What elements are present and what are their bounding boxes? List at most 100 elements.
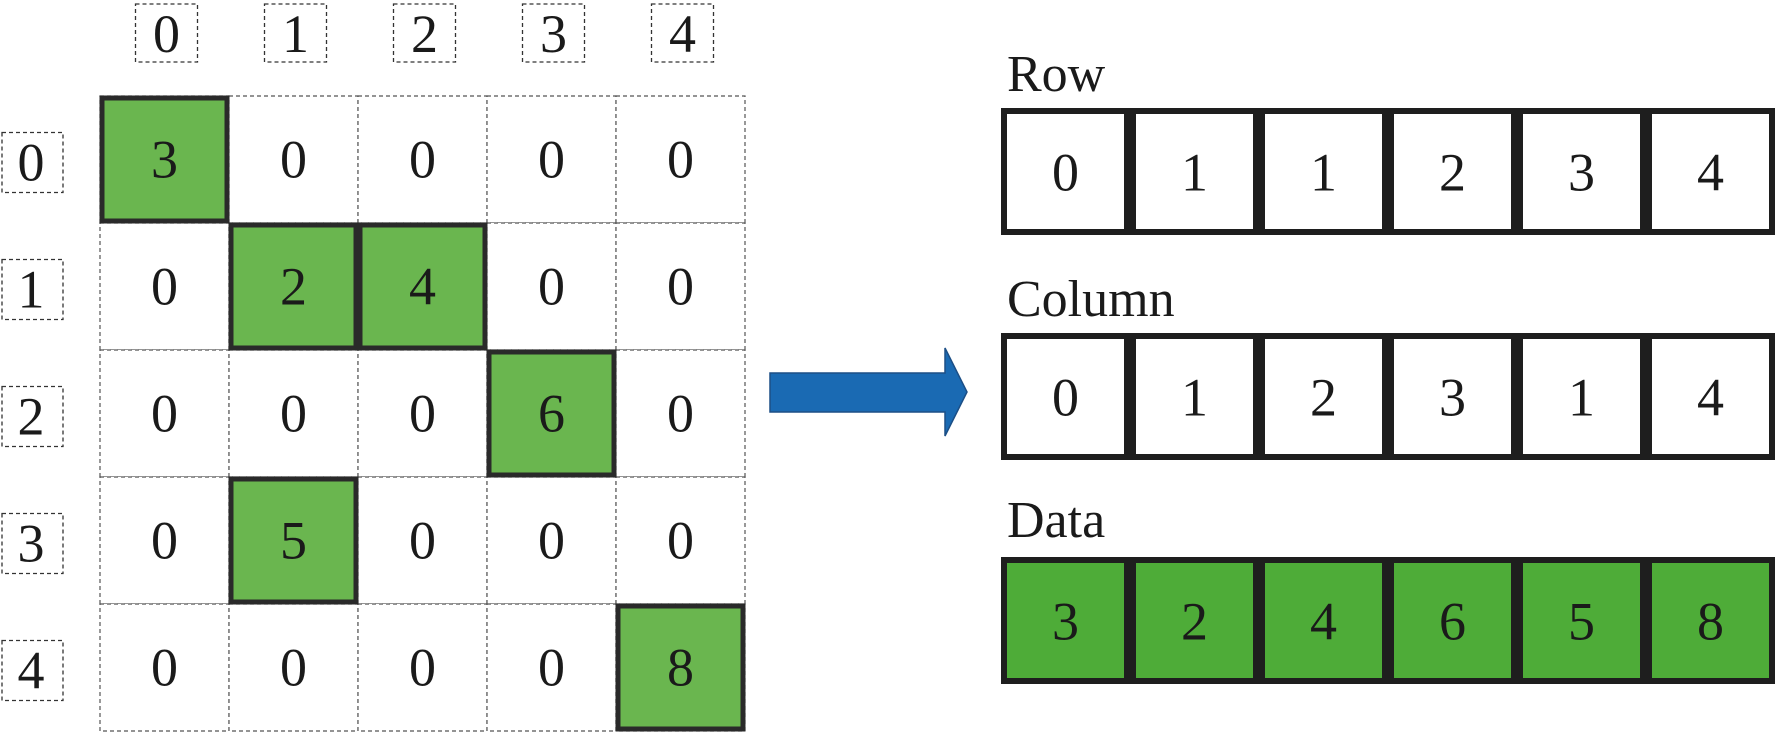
matrix-cell-value: 0 [538, 511, 565, 571]
array-cell-value: 4 [1310, 592, 1337, 652]
array-cell-value: 2 [1310, 368, 1337, 428]
matrix-cell-value: 0 [151, 638, 178, 698]
array-cell-value: 0 [1052, 368, 1079, 428]
matrix-cell-highlight [99, 95, 230, 224]
array-cell [1130, 333, 1259, 460]
array-cell-value: 4 [1697, 143, 1724, 203]
matrix-cell-bg [357, 476, 488, 605]
matrix-cell-bg [228, 349, 359, 478]
array-cell [1001, 557, 1130, 684]
array-cell-value: 5 [1568, 592, 1595, 652]
row-index-label: 2 [18, 387, 45, 447]
array-cell [1646, 557, 1775, 684]
matrix-cell-value: 0 [538, 638, 565, 698]
matrix-cell-value: 0 [280, 384, 307, 444]
matrix-cell-bg [615, 349, 746, 478]
column-index-box [521, 3, 586, 63]
matrix-cell-value: 0 [151, 384, 178, 444]
row-index-label: 1 [18, 260, 45, 320]
matrix-cell-value: 4 [409, 257, 436, 317]
array-cell-value: 8 [1697, 592, 1724, 652]
matrix-cell-value: 0 [409, 638, 436, 698]
array-label: Row [1007, 46, 1106, 103]
column-index-box [650, 3, 715, 63]
column-index-box [392, 3, 457, 63]
column-index-box [263, 3, 328, 63]
row-index-label: 0 [18, 133, 45, 193]
matrix-cell-bg [615, 222, 746, 351]
matrix-cell-value: 3 [151, 130, 178, 190]
array-cell-value: 2 [1439, 143, 1466, 203]
matrix-cell-value: 6 [538, 384, 565, 444]
column-index-label: 0 [153, 4, 180, 64]
row-index-label: 3 [18, 514, 45, 574]
matrix-cell-value: 2 [280, 257, 307, 317]
matrix-cell-value: 0 [538, 257, 565, 317]
matrix-cell-highlight [615, 603, 746, 732]
array-label: Data [1007, 492, 1105, 549]
array-cell [1130, 557, 1259, 684]
array-cell-value: 1 [1181, 143, 1208, 203]
array-cell [1646, 333, 1775, 460]
matrix-cell-value: 0 [151, 257, 178, 317]
matrix-cell-bg [486, 95, 617, 224]
array-cell-value: 6 [1439, 592, 1466, 652]
row-index-box [1, 258, 64, 321]
array-cell-value: 1 [1181, 368, 1208, 428]
array-cell [1388, 333, 1517, 460]
column-index-label: 2 [411, 4, 438, 64]
matrix-cell-bg [99, 222, 230, 351]
matrix-cell-bg [486, 222, 617, 351]
array-cell-value: 3 [1568, 143, 1595, 203]
column-indices: 0 1 2 3 4 [134, 3, 715, 64]
matrix-cell-bg [99, 476, 230, 605]
array-cell [1517, 557, 1646, 684]
matrix-cell-highlight [357, 222, 488, 351]
matrix-cell-bg [615, 476, 746, 605]
array-cell [1517, 108, 1646, 235]
matrix-cell-value: 0 [538, 130, 565, 190]
array-cell-value: 3 [1439, 368, 1466, 428]
array-cell [1259, 333, 1388, 460]
matrix-cell-highlight [486, 349, 617, 478]
matrix-cell-bg [486, 476, 617, 605]
array-cell-value: 1 [1310, 143, 1337, 203]
array-cell [1646, 108, 1775, 235]
column-index-label: 3 [540, 4, 567, 64]
matrix-cell-highlight [228, 222, 359, 351]
array-cell [1001, 333, 1130, 460]
column-index-box [134, 3, 199, 63]
matrix-cell-value: 8 [667, 638, 694, 698]
matrix-cell-bg [357, 349, 488, 478]
matrix-cell-value: 5 [280, 511, 307, 571]
column-index-label: 1 [282, 4, 309, 64]
matrix-cell-highlight [228, 476, 359, 605]
matrix-cell-value: 0 [409, 511, 436, 571]
matrix-cell-value: 0 [667, 130, 694, 190]
matrix-cell-value: 0 [409, 384, 436, 444]
array-cell-value: 4 [1697, 368, 1724, 428]
matrix-cell-value: 0 [667, 511, 694, 571]
matrix-cell-value: 0 [151, 511, 178, 571]
right-arrow-icon [769, 347, 968, 437]
array-cell-value: 1 [1568, 368, 1595, 428]
array-cell-value: 2 [1181, 592, 1208, 652]
array-cell [1517, 333, 1646, 460]
row-index-box [1, 639, 64, 702]
row-index-label: 4 [18, 641, 45, 701]
matrix-cell-bg [486, 603, 617, 732]
matrix-cell-value: 0 [409, 130, 436, 190]
array-cell [1001, 108, 1130, 235]
column-index-label: 4 [669, 4, 696, 64]
matrix-cell-bg [357, 95, 488, 224]
matrix-cell-bg [615, 95, 746, 224]
matrix-cell-bg [357, 603, 488, 732]
array-cell [1259, 108, 1388, 235]
row-indices: 0 1 2 3 4 [1, 131, 64, 702]
